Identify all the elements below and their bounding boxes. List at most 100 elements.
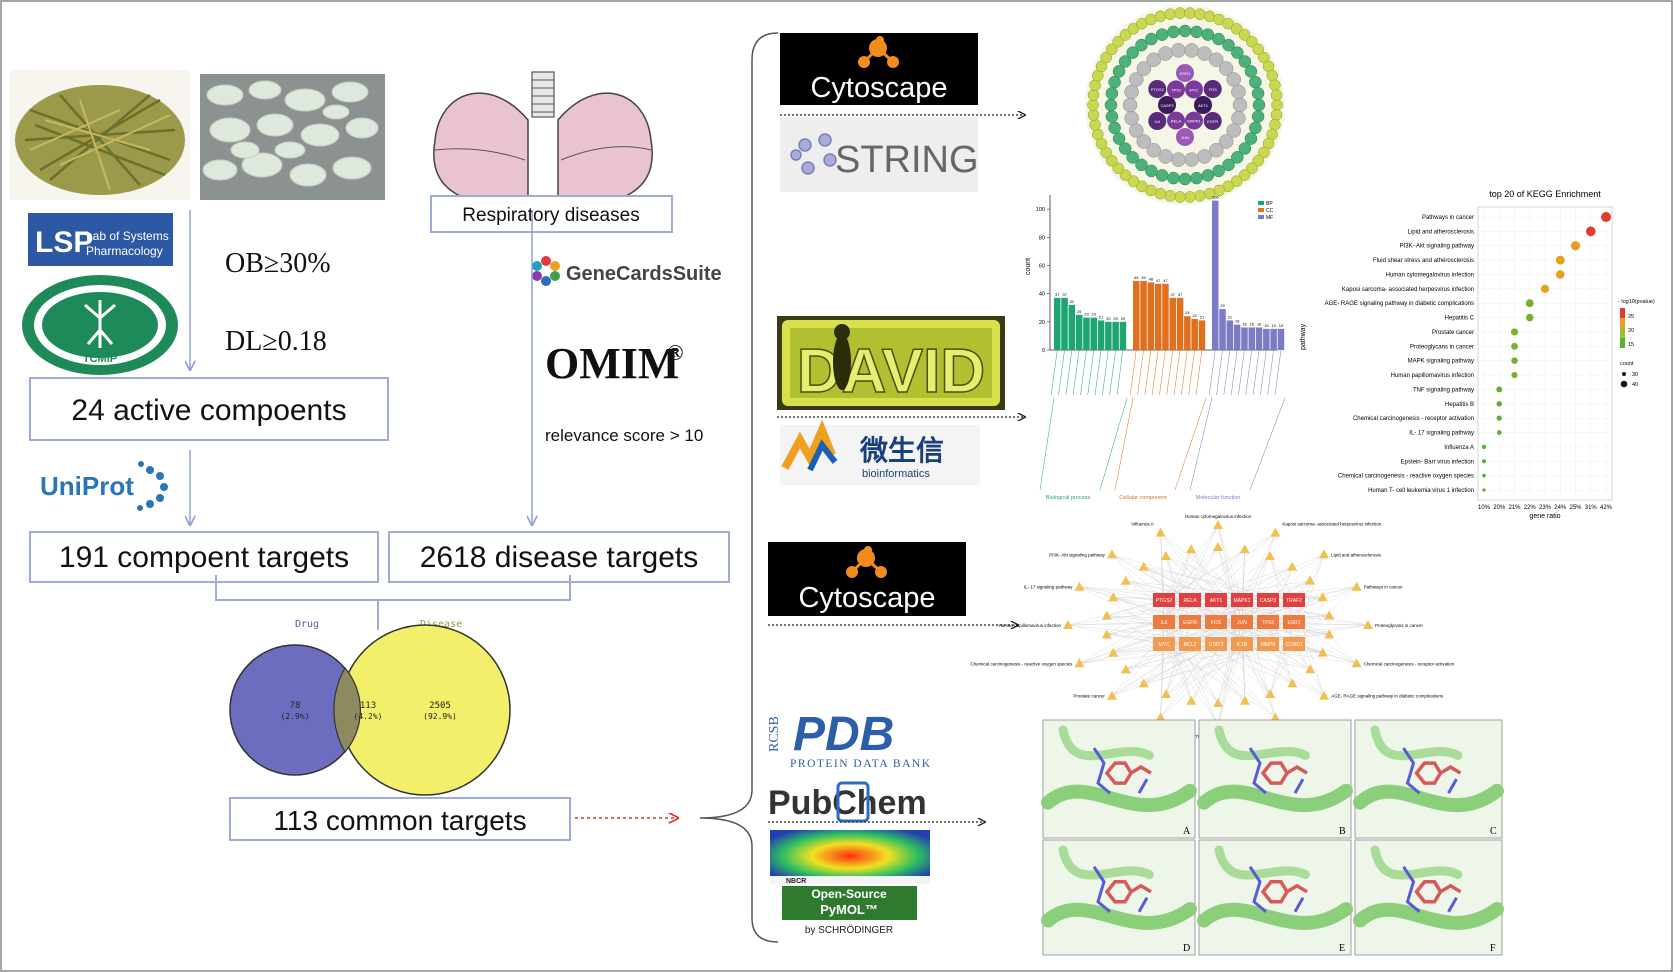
pathway-edge [1189, 580, 1311, 645]
ppi-node [1222, 158, 1235, 172]
ppi-node [1164, 190, 1176, 202]
kegg-color-legend-bar [1620, 328, 1625, 338]
kegg-bubble [1510, 328, 1519, 336]
ppi-node [1126, 151, 1139, 164]
go-term-stub [1102, 349, 1109, 396]
ppi-node [1112, 162, 1124, 175]
gene-node [1257, 615, 1279, 629]
pathway-edge [1163, 549, 1245, 645]
ppi-core-node [1176, 64, 1194, 82]
residue-sticks [1402, 865, 1458, 913]
go-bar [1119, 321, 1127, 350]
go-bar [1068, 304, 1076, 350]
ppi-core-node [1158, 96, 1176, 114]
go-term-stub [1252, 349, 1260, 396]
pathway-node [1287, 678, 1298, 688]
ppi-core-node [1194, 96, 1212, 114]
pathway-node [1101, 610, 1112, 620]
cytoscape-text-1: Cytoscape [810, 72, 947, 104]
docking-panel-label: B [1339, 826, 1346, 837]
ppi-node [1244, 132, 1258, 145]
go-legend-swatch [1258, 215, 1264, 219]
go-bar-value: 23 [1092, 312, 1097, 317]
go-bar-value: 15 [1264, 323, 1269, 328]
pathway-edge [1165, 555, 1191, 623]
ppi-node [1238, 169, 1251, 181]
ligand [1104, 761, 1152, 785]
gene-label: MMP9 [1261, 642, 1276, 648]
pathway-label: Prostate cancer [1073, 694, 1105, 699]
pathway-edge [1111, 554, 1269, 601]
pathway-edge [1160, 621, 1243, 718]
gene-label: PTGS2 [1156, 598, 1173, 604]
kegg-size-legend-tick: 30 [1632, 372, 1638, 378]
kegg-pathway-label: Chemical carcinogenesis - reactive oxyge… [1338, 474, 1474, 480]
gene-label: EGFR [1183, 620, 1197, 626]
ppi-node [1087, 89, 1100, 101]
ppi-node [1106, 43, 1118, 56]
go-bar [1191, 319, 1198, 350]
tcmip-text: TCMIP [83, 353, 117, 365]
pathway-node [1120, 664, 1131, 674]
go-bar [1083, 317, 1090, 350]
pathway-node [1239, 544, 1250, 554]
ppi-node [1119, 29, 1132, 41]
go-y-tick-label: 80 [1039, 235, 1045, 241]
gene-label: TRAF2 [1286, 598, 1302, 604]
ppi-node [1184, 43, 1199, 58]
ppi-node [1129, 123, 1144, 138]
ppi-core-node [1167, 111, 1185, 130]
go-bar [1255, 327, 1263, 350]
ppi-node [1258, 146, 1270, 159]
kegg-pathway-label: Human T- cell leukemia virus 1 infection [1368, 488, 1474, 494]
go-bar [1154, 283, 1162, 350]
go-term-stub [1065, 349, 1073, 396]
ppi-node [1100, 51, 1112, 64]
ppi-node [1112, 65, 1126, 78]
active-components-box [29, 377, 389, 441]
ppi-node [1251, 87, 1265, 100]
ppi-node [1146, 143, 1162, 158]
docking-panel-label: E [1339, 943, 1345, 954]
ppi-node [1145, 164, 1158, 178]
ppi-node [1104, 98, 1118, 112]
kegg-bubble [1525, 299, 1534, 308]
ppi-node [1238, 55, 1252, 68]
gene-node [1283, 593, 1305, 607]
ppi-core-label: CASP3 [1160, 103, 1174, 108]
ppi-node [1184, 152, 1199, 167]
go-term-stub [1072, 349, 1080, 396]
pathway-edge [1163, 643, 1245, 701]
pathway-node [1106, 549, 1117, 559]
go-term-stub [1058, 349, 1065, 396]
pathway-edge [1125, 580, 1295, 645]
kegg-x-tick: 21% [1508, 505, 1521, 511]
venn-overlap [333, 668, 361, 752]
gene-node [1179, 637, 1201, 651]
ppi-node [1118, 142, 1132, 155]
gene-label: CASP3 [1260, 598, 1277, 604]
ppi-node [1269, 119, 1281, 131]
pdb-subtitle: PROTEIN DATA BANK [790, 758, 932, 770]
gene-label: FOS [1211, 620, 1222, 626]
go-bar-value: 21 [1099, 314, 1104, 319]
pathway-node [1138, 561, 1149, 571]
go-bar [1147, 282, 1155, 350]
kegg-bubble [1511, 357, 1518, 364]
pathway-node [1186, 695, 1197, 705]
ppi-node [1269, 79, 1281, 91]
pathway-node [1212, 542, 1223, 551]
pathway-node [1186, 544, 1197, 554]
kegg-bubble [1496, 430, 1502, 435]
pathway-node [1074, 658, 1085, 668]
pathway-edge [1191, 643, 1243, 701]
go-bar-value: 49 [1141, 275, 1146, 280]
lsp-mark: LSP [35, 226, 93, 259]
pathway-edge [1241, 599, 1323, 653]
kegg-x-tick: 10% [1478, 505, 1491, 511]
omim-logo: OMIM [545, 339, 679, 388]
go-term-stub [1274, 349, 1282, 396]
kegg-pathway-label: MAPK signaling pathway [1408, 359, 1474, 365]
docking-panel-label: D [1183, 943, 1190, 954]
